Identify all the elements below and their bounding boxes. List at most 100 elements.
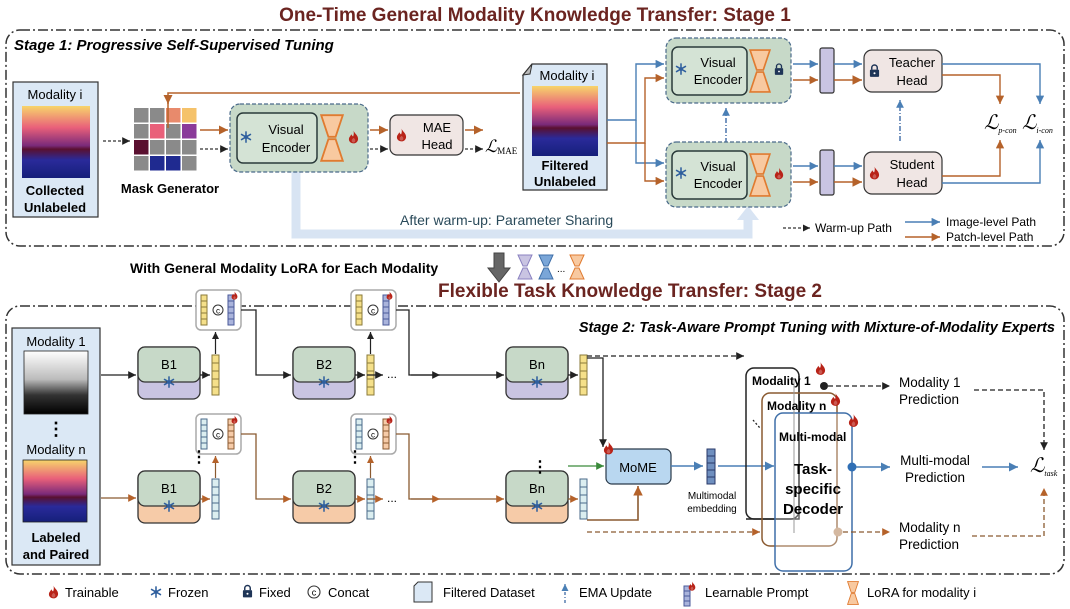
modality-1-prediction: Modality 1 xyxy=(899,375,961,390)
fixed-lock-icon xyxy=(242,584,253,598)
token-cell xyxy=(227,312,235,320)
multimodal-prediction: Multi-modal xyxy=(900,453,970,468)
token-cell xyxy=(382,442,390,450)
loss-task: ℒtask xyxy=(1030,455,1058,478)
decoder-label: Task- xyxy=(794,461,832,478)
token-cell xyxy=(211,362,220,372)
legend-fixed: Fixed xyxy=(259,585,291,600)
mask-patch xyxy=(166,156,181,171)
patch-level-path xyxy=(942,140,1005,177)
decoder-label-2: specific xyxy=(785,481,841,498)
token-cell xyxy=(382,318,390,326)
image-level-path xyxy=(942,63,1045,104)
parameter-sharing-label: After warm-up: Parameter Sharing xyxy=(400,212,613,228)
multimodal-output-node xyxy=(847,462,857,472)
block-label: B2 xyxy=(316,481,332,496)
modality-n-prediction-2: Prediction xyxy=(899,537,959,552)
token-cell xyxy=(382,306,390,314)
modality-image xyxy=(532,86,598,156)
mask-patch xyxy=(150,140,165,155)
token-cell xyxy=(355,442,363,450)
teacher-head-label-2: Head xyxy=(896,73,927,88)
mask-patch xyxy=(150,156,165,171)
token-cell xyxy=(579,510,588,520)
bottom-legend: Trainable Frozen Fixed c Concat Filtered… xyxy=(48,581,976,607)
concat-to-block-arrow xyxy=(241,433,291,503)
mask-patch xyxy=(134,140,149,155)
bn-to-mome-arrow xyxy=(587,486,643,521)
mask-patch xyxy=(182,140,197,155)
vertical-ellipsis: ⋮ xyxy=(347,449,363,466)
legend-image-path: Image-level Path xyxy=(946,215,1036,229)
teacher-feature-token xyxy=(819,47,835,94)
token-cell xyxy=(200,294,208,302)
token-cell xyxy=(579,478,588,488)
mae-head-label: MAE xyxy=(423,120,452,135)
token-cell xyxy=(366,478,375,488)
concat-to-block-arrow xyxy=(396,433,504,503)
token-cell xyxy=(579,494,588,504)
token-cell xyxy=(579,378,588,388)
token-cell xyxy=(211,478,220,488)
legend-filtered-dataset: Filtered Dataset xyxy=(443,585,535,600)
input-caption: Collected xyxy=(26,183,85,198)
modality-image xyxy=(22,106,90,178)
concat-icon xyxy=(212,428,224,440)
lora-icon-purple xyxy=(517,254,533,280)
mask-patch xyxy=(150,124,165,139)
token-cell xyxy=(579,486,588,496)
stage1-panel xyxy=(5,29,1065,247)
vertical-ellipsis: ⋮ xyxy=(191,449,207,466)
token-cell xyxy=(382,312,390,320)
token-cell xyxy=(382,300,390,308)
student-head-label: Student xyxy=(890,157,935,172)
token-cell xyxy=(683,595,691,602)
token-cell xyxy=(366,362,375,372)
filtered-dataset-icon xyxy=(413,581,433,603)
modality-1-loss-arrow xyxy=(974,389,1048,450)
token-cell xyxy=(211,378,220,388)
legend-concat: Concat xyxy=(328,585,370,600)
token-cell xyxy=(355,418,363,426)
filtered-modality-label: Modality i xyxy=(540,68,595,83)
legend-lora: LoRA for modality i xyxy=(867,585,976,600)
token-cell xyxy=(706,476,716,485)
token-cell xyxy=(227,306,235,314)
input-caption-2: Unlabeled xyxy=(24,200,86,215)
path-legend: Warm-up Path Image-level Path Patch-leve… xyxy=(783,215,1036,244)
mask-patch xyxy=(166,108,181,123)
lora-icon-blue xyxy=(538,254,554,280)
mome-label: MoME xyxy=(619,460,657,475)
stage1-panel-title: Stage 1: Progressive Self-Supervised Tun… xyxy=(14,37,334,54)
trainable-icon xyxy=(603,441,614,455)
concat-icon xyxy=(307,585,321,599)
token-cell xyxy=(200,318,208,326)
concat-to-block-arrow xyxy=(396,309,504,379)
token-cell xyxy=(211,386,220,396)
bn-to-mome-arrow xyxy=(587,357,607,447)
input-modality-n-label: Modality n xyxy=(26,442,85,457)
encoder-label-2: Encoder xyxy=(694,72,743,87)
filtered-unlabeled-dataset: Modality i Filtered Unlabeled xyxy=(521,63,608,191)
labeled-paired-input: Modality 1 ⋮ Modality n Labeled and Pair… xyxy=(11,327,101,566)
mask-patch xyxy=(134,108,149,123)
mask-patch xyxy=(182,124,197,139)
concat-symbol: c xyxy=(312,588,317,598)
modality-n-loss-arrow xyxy=(972,488,1048,537)
patch-level-path xyxy=(607,73,664,144)
loss-mae: ℒMAE xyxy=(485,137,518,156)
token-cell xyxy=(579,386,588,396)
mome-module: MoME xyxy=(603,441,672,485)
concat-symbol: c xyxy=(371,307,375,316)
concat-icon xyxy=(367,428,379,440)
token-cell xyxy=(706,448,716,457)
lora-ellipsis: ... xyxy=(557,264,565,275)
modality-n-image xyxy=(22,459,88,523)
concat-icon xyxy=(367,304,379,316)
stage2-panel-title: Stage 2: Task-Aware Prompt Tuning with M… xyxy=(579,320,1055,336)
trainable-icon xyxy=(48,585,59,599)
stage2-panel xyxy=(5,305,1065,575)
frozen-icon xyxy=(150,586,162,598)
token-cell xyxy=(683,600,691,607)
